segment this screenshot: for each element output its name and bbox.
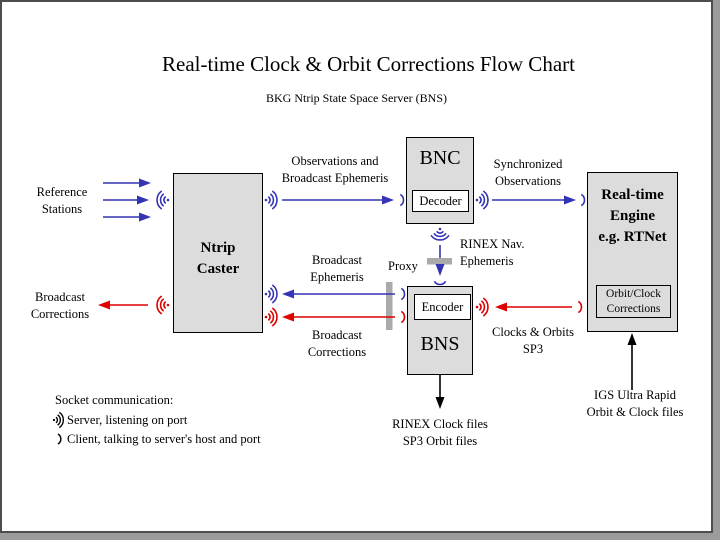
label-proxy: Proxy <box>388 259 418 273</box>
realtime-engine-label: Real-time Engine e.g. RTNet <box>598 187 667 245</box>
label-synchronized-observations: Synchronized Observations <box>493 157 563 188</box>
label-rinex-nav-ephemeris: RINEX Nav. Ephemeris <box>460 237 525 268</box>
label-broadcast-corrections-mid: Broadcast Corrections <box>307 328 367 359</box>
bnc-box: BNC Decoder <box>406 137 474 224</box>
label-rinex-clock-files: RINEX Clock files SP3 Orbit files <box>392 417 488 448</box>
orbit-clock-corrections-box: Orbit/Clock Corrections <box>596 285 671 318</box>
label-broadcast-ephemeris: Broadcast Ephemeris <box>310 253 364 284</box>
realtime-engine-box: Real-time Engine e.g. RTNet Orbit/Clock … <box>587 172 678 332</box>
legend-server-text: Server, listening on port <box>67 413 188 427</box>
decoder-label: Decoder <box>419 193 462 208</box>
bns-label: BNS <box>420 333 460 355</box>
legend-heading: Socket communication: <box>55 393 174 407</box>
orbit-clock-corrections-label: Orbit/Clock Corrections <box>606 287 661 315</box>
encoder-label: Encoder <box>421 299 464 314</box>
label-broadcast-corrections-left: Broadcast Corrections <box>30 290 90 321</box>
bnc-label: BNC <box>419 147 461 169</box>
encoder-box: Encoder <box>414 294 471 320</box>
label-observations-broadcast-ephemeris: Observations and Broadcast Ephemeris <box>281 154 389 185</box>
page-subtitle: BKG Ntrip State Space Server (BNS) <box>266 91 447 105</box>
label-clocks-orbits-sp3: Clocks & Orbits SP3 <box>492 325 574 356</box>
legend-client-text: Client, talking to server's host and por… <box>67 432 261 446</box>
ntrip-caster-label: Ntrip Caster <box>196 240 240 277</box>
label-reference-stations: Reference Stations <box>36 185 88 216</box>
bns-box: Encoder BNS <box>407 286 473 375</box>
page-title: Real-time Clock & Orbit Corrections Flow… <box>162 52 575 76</box>
ntrip-caster-box: Ntrip Caster <box>173 173 263 333</box>
label-igs-ultra-rapid: IGS Ultra Rapid Orbit & Clock files <box>586 388 684 419</box>
decoder-box: Decoder <box>412 190 469 212</box>
